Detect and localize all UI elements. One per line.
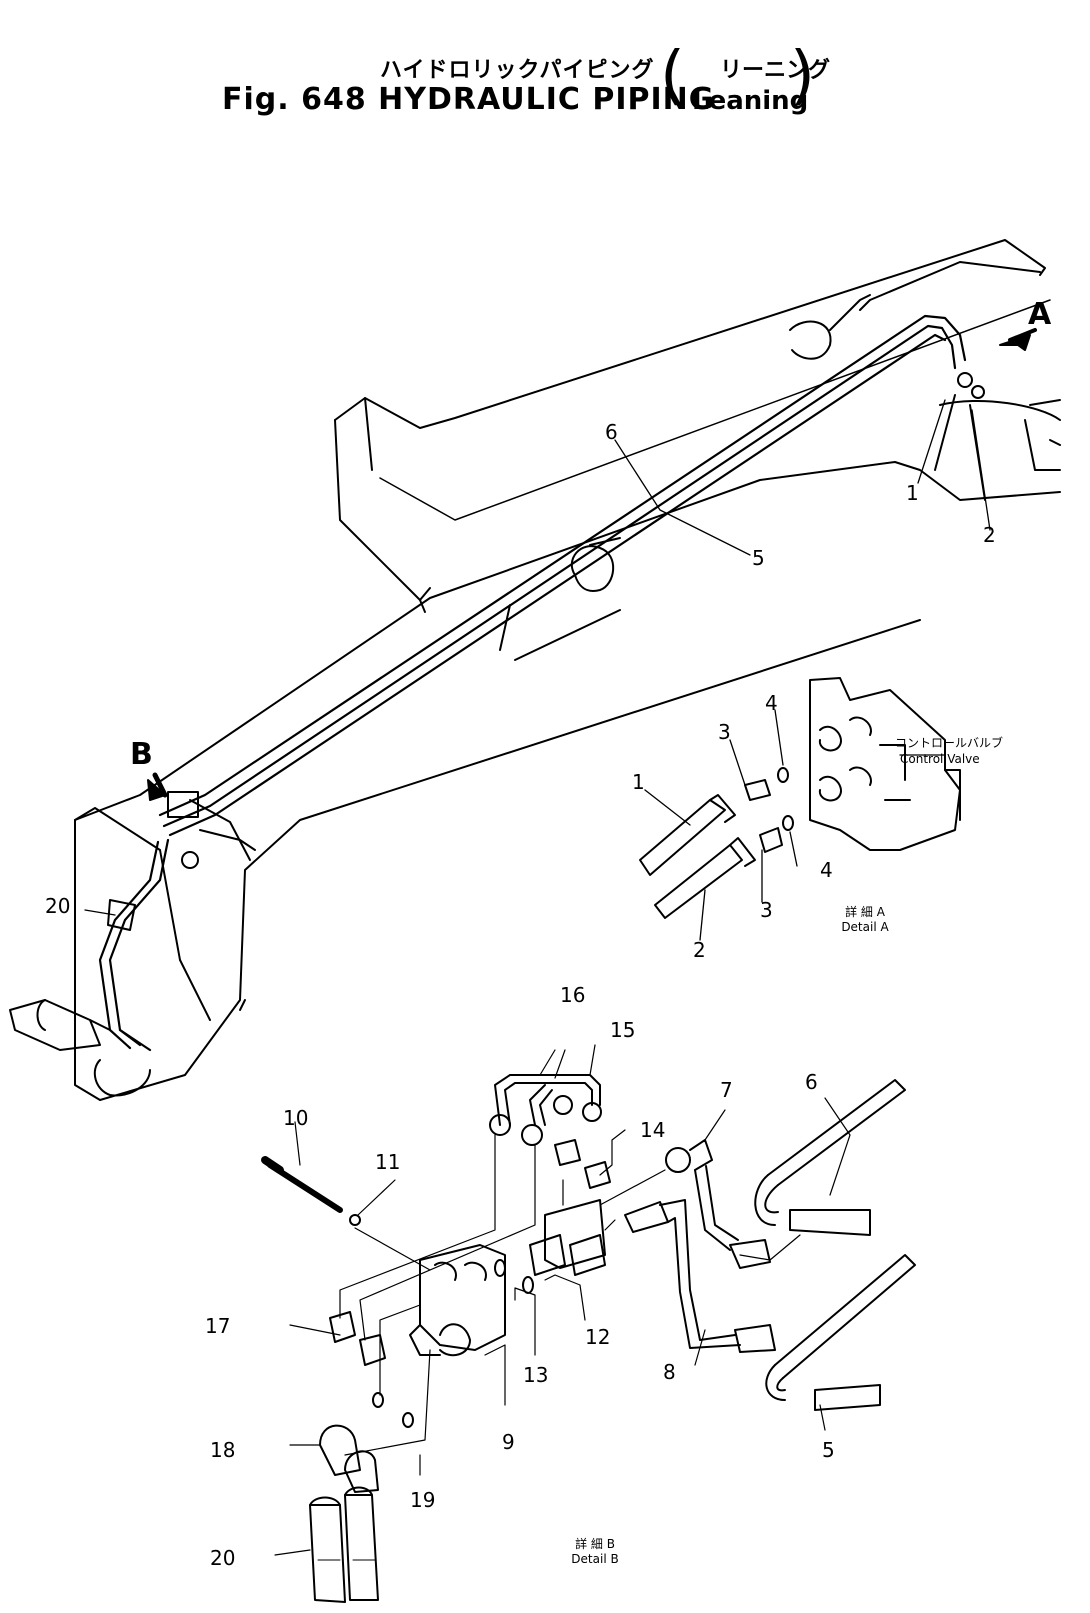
title-japanese-sub: リーニング — [720, 58, 831, 83]
callout-14: 14 — [640, 1118, 666, 1142]
callout-18: 18 — [210, 1438, 236, 1462]
title-paren-open: ( — [660, 39, 685, 113]
detail-a-japanese: 詳 細 A — [845, 905, 885, 919]
callout-7: 7 — [720, 1078, 733, 1102]
callout-4-detail-a-upper: 4 — [765, 691, 778, 715]
main-leaders — [84, 399, 991, 916]
title-paren-close: ) — [790, 39, 815, 113]
frame-assembly — [9, 239, 1061, 1101]
callout-5-detail-b: 5 — [822, 1438, 835, 1462]
bracket-b — [107, 791, 256, 931]
callout-4-detail-a-lower: 4 — [820, 858, 833, 882]
detail-b-caption: Detail B — [571, 1552, 619, 1566]
callout-6-detail-b: 6 — [805, 1070, 818, 1094]
callout-17: 17 — [205, 1314, 231, 1338]
view-label-a: A — [1028, 297, 1052, 332]
main-pipe-pair — [98, 314, 967, 1052]
view-arrow-b — [147, 772, 168, 801]
callout-3-detail-a-upper: 3 — [718, 720, 731, 744]
detail-a-caption: Detail A — [841, 920, 889, 934]
view-arrow-a — [999, 328, 1037, 351]
detail-b-japanese: 詳 細 B — [575, 1537, 615, 1551]
callout-12: 12 — [585, 1325, 611, 1349]
title-english: Fig. 648 HYDRAULIC PIPING — [222, 82, 715, 117]
callout-20-main: 20 — [45, 894, 71, 918]
callout-1-main: 1 — [906, 481, 919, 505]
callout-5-main: 5 — [752, 546, 765, 570]
callout-2-detail-a: 2 — [693, 938, 706, 962]
callout-8: 8 — [663, 1360, 676, 1384]
callout-11: 11 — [375, 1150, 401, 1174]
bracket-a — [934, 372, 986, 501]
detail-b-view — [261, 1044, 916, 1603]
callout-9: 9 — [502, 1430, 515, 1454]
callout-6-main: 6 — [605, 420, 618, 444]
callout-15: 15 — [610, 1018, 636, 1042]
callout-19: 19 — [410, 1488, 436, 1512]
callout-2-main: 2 — [983, 523, 996, 547]
callout-10: 10 — [283, 1106, 309, 1130]
title-english-sub: Leaning — [692, 86, 809, 116]
view-label-b: B — [130, 737, 153, 772]
detail-a-view — [639, 677, 961, 941]
callout-3-detail-a-lower: 3 — [760, 898, 773, 922]
control-valve-label: Control Valve — [900, 752, 980, 766]
control-valve-label-japanese: コントロールバルブ — [895, 736, 1004, 750]
title-japanese: ハイドロリックパイピング — [380, 58, 655, 83]
callout-13: 13 — [523, 1363, 549, 1387]
callout-16: 16 — [560, 983, 586, 1007]
callout-1-detail-a: 1 — [632, 770, 645, 794]
callout-20-detail-b: 20 — [210, 1546, 236, 1570]
